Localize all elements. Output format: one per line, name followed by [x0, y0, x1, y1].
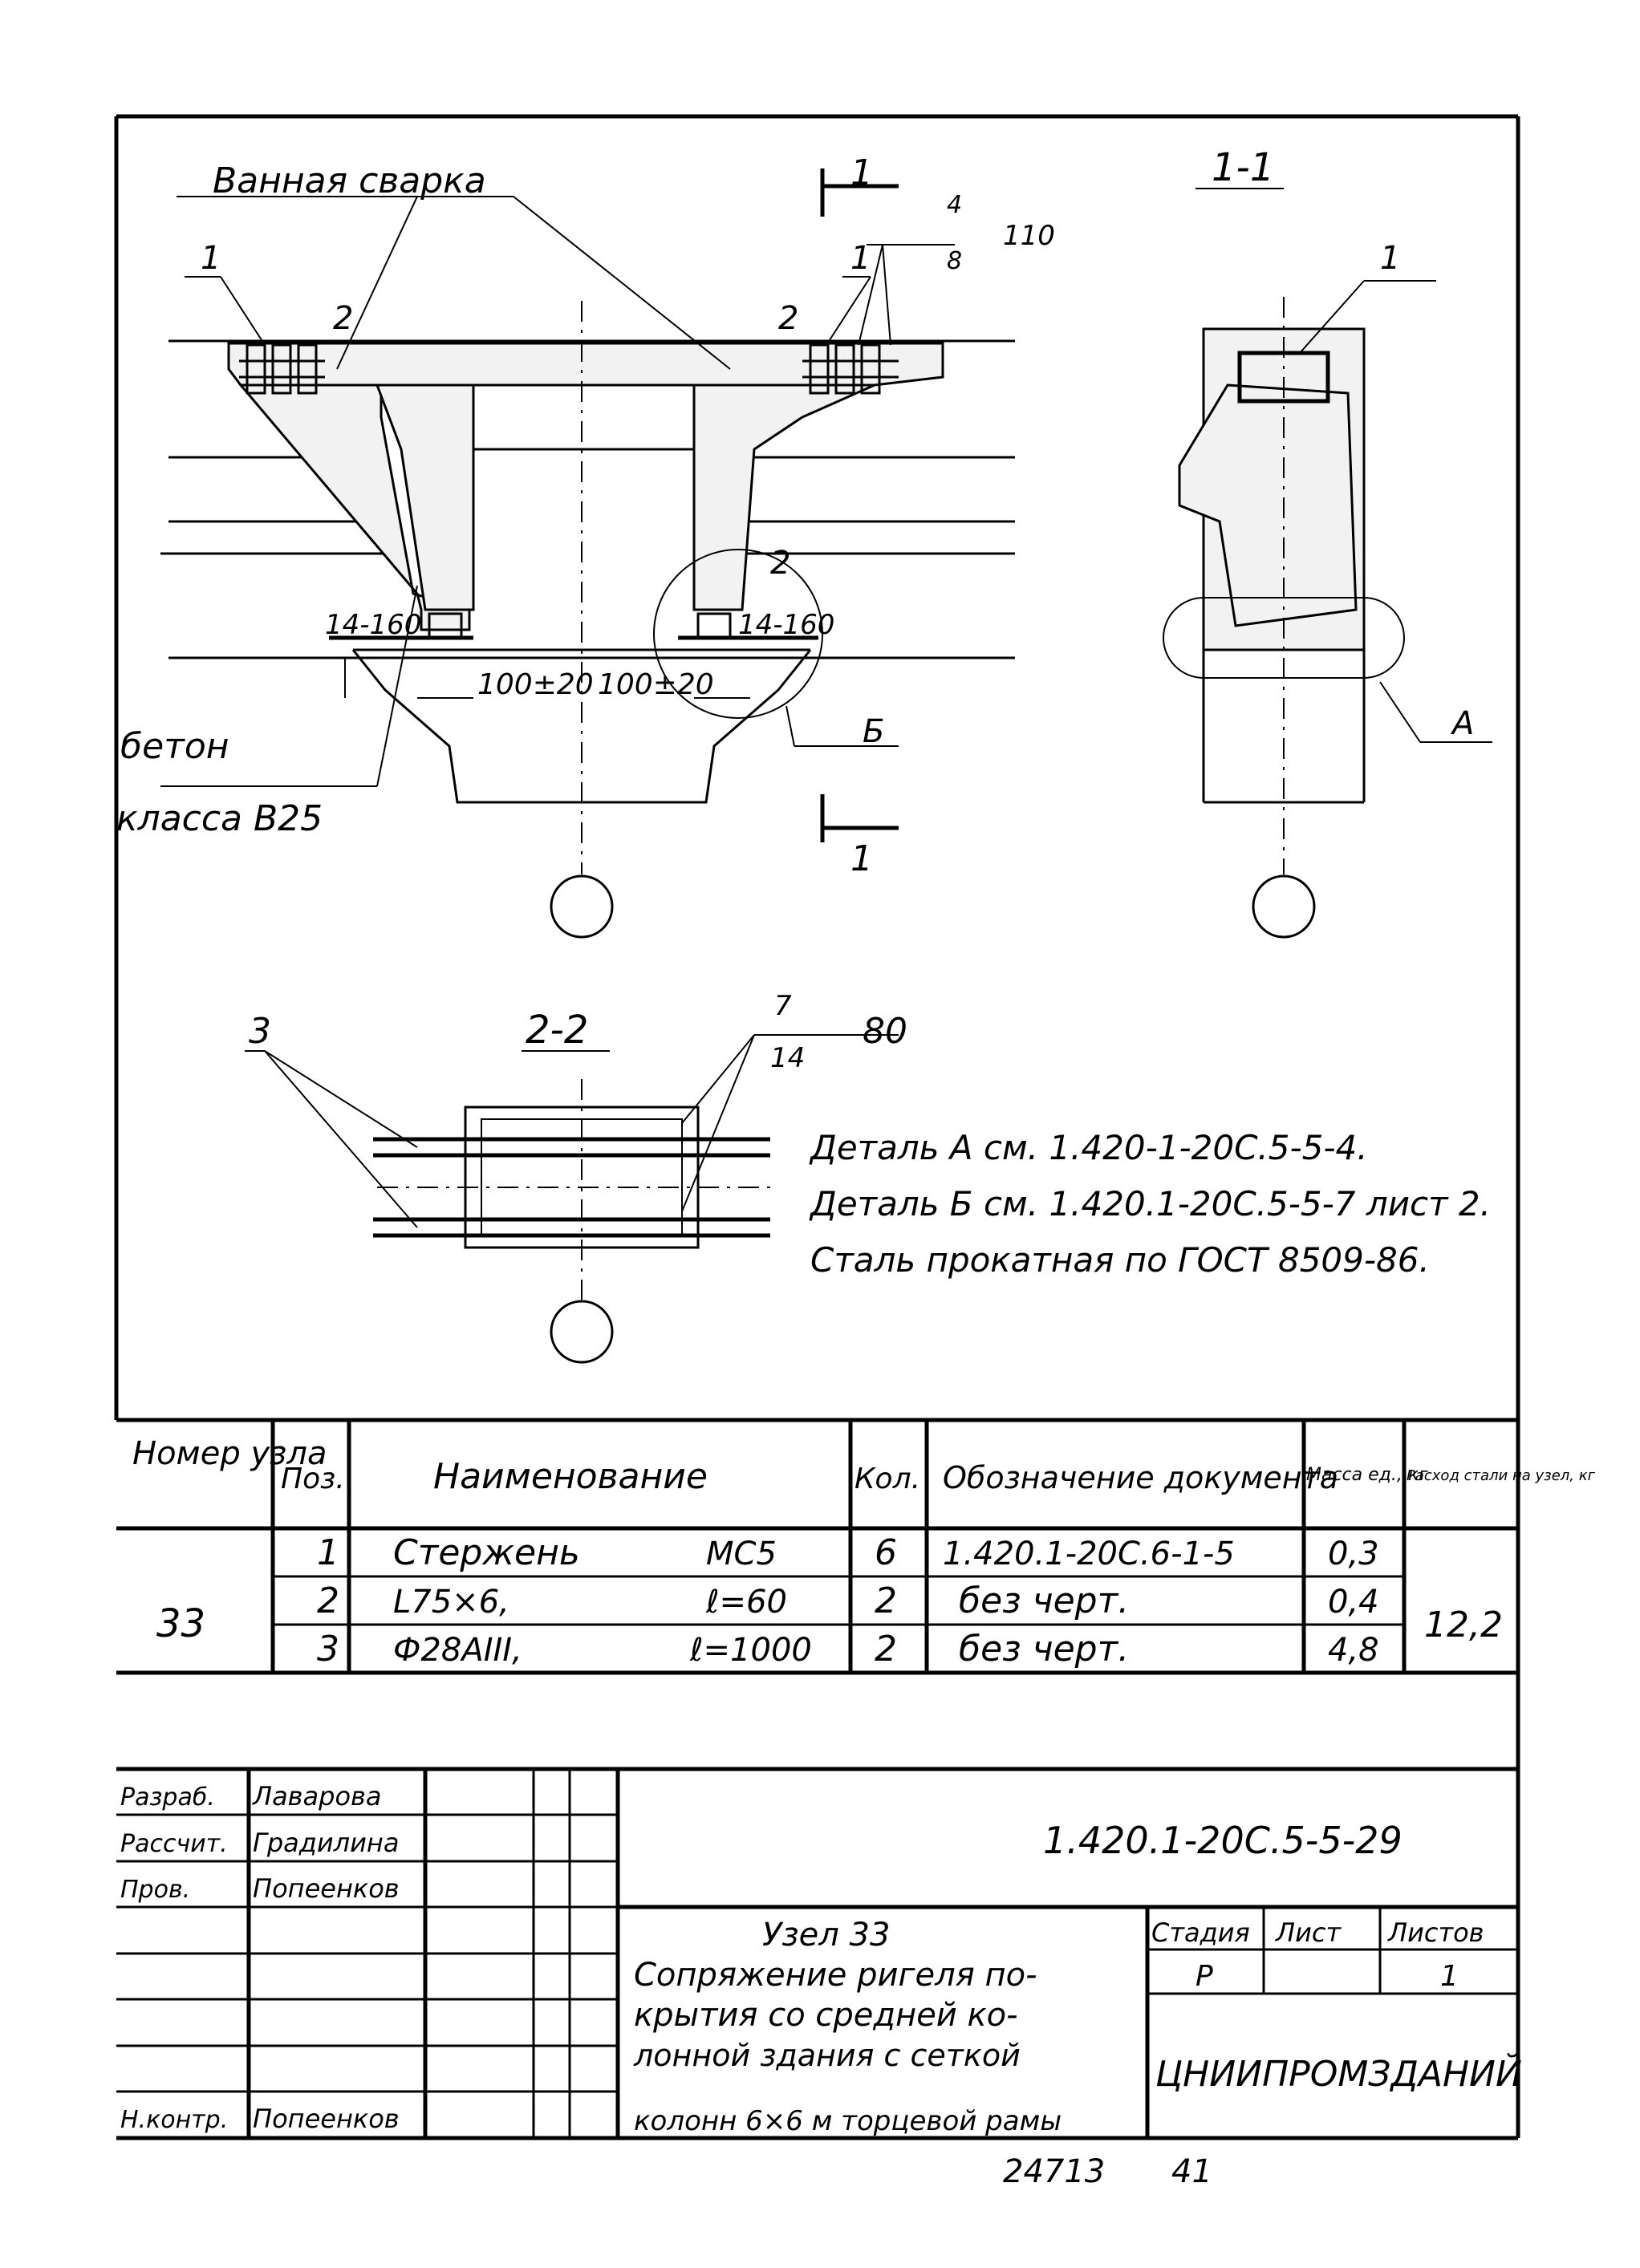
- hdr-mass: Масса ед., кг: [1306, 1465, 1428, 1485]
- title-block-grid: [116, 1767, 1518, 2140]
- row-1-doc: 1.420.1-20С.6-1-5: [943, 1536, 1235, 1572]
- plate-left: 14-160: [325, 609, 421, 641]
- note-1: Деталь А см. 1.420-1-20С.5-5-4.: [809, 1128, 1368, 1167]
- rebar-group-right: [802, 343, 899, 395]
- pos-1-right: 1: [850, 240, 871, 277]
- name-3: Попеенков: [253, 1873, 400, 1904]
- weld-leg-top-len: 110: [1003, 220, 1055, 252]
- spec-row: 1 Стержень МС5 6 1.420.1-20С.6-1-5 0,3: [317, 1532, 1379, 1573]
- title-line-2: Сопряжение ригеля по-: [634, 1957, 1037, 1994]
- pos-2-right: 2: [778, 300, 798, 337]
- hdr-pos: Поз.: [281, 1463, 345, 1495]
- section-1-1: [1163, 188, 1492, 939]
- weld-leg-bot-len: 80: [863, 1011, 907, 1052]
- title-line-1: Узел 33: [762, 1917, 890, 1954]
- section-1-1-title: 1-1: [1212, 145, 1274, 190]
- stage-value: Р: [1195, 1960, 1213, 1993]
- spec-row: 2 L75×6, ℓ=60 2 без черт. 0,4: [317, 1580, 1379, 1621]
- row-1-name: Стержень: [393, 1532, 580, 1573]
- detail-b-label: Б: [863, 713, 884, 750]
- stage-label: Стадия: [1151, 1917, 1250, 1948]
- row-1-pos: 1: [317, 1532, 339, 1573]
- pos-1-left: 1: [201, 240, 221, 277]
- section-2-2-title: 2-2: [526, 1008, 588, 1053]
- pos-3-label: 3: [249, 1011, 271, 1052]
- row-3-name: Ф28АIII,: [393, 1632, 522, 1669]
- hdr-steel: Расход стали на узел, кг: [1407, 1467, 1596, 1484]
- row-1-mass: 0,3: [1328, 1536, 1379, 1572]
- bottom-number-2: 41: [1171, 2153, 1212, 2190]
- hdr-node-text: Номер узла: [132, 1435, 327, 1472]
- cut-mark-top: 1: [850, 152, 873, 193]
- weld-leg-top-num: 4: [947, 191, 962, 219]
- sheets-value: 1: [1440, 1960, 1459, 1993]
- row-3-qty: 2: [875, 1629, 897, 1670]
- dim-right: 100±20: [598, 668, 714, 701]
- name-1: Лаварова: [252, 1781, 382, 1812]
- role-2: Рассчит.: [120, 1830, 228, 1858]
- role-3: Пров.: [120, 1876, 190, 1904]
- row-2-extra: ℓ=60: [705, 1584, 787, 1621]
- name-2: Градилина: [253, 1828, 399, 1858]
- plate-right: 14-160: [738, 609, 834, 641]
- note-2: Деталь Б см. 1.420.1-20С.5-5-7 лист 2.: [809, 1184, 1491, 1223]
- weld-leg-bot-num: 7: [774, 990, 792, 1022]
- hdr-node: Номер узла: [132, 1435, 327, 1472]
- row-3-extra: ℓ=1000: [689, 1632, 812, 1669]
- row-2-mass: 0,4: [1328, 1584, 1379, 1621]
- spec-row: 3 Ф28АIII, ℓ=1000 2 без черт. 4,8: [317, 1629, 1379, 1670]
- sheets-label: Листов: [1387, 1917, 1484, 1948]
- title-line-5: колонн 6×6 м торцевой рамы: [634, 2105, 1062, 2137]
- section-2-2: [245, 1034, 899, 1364]
- detail-a-label: А: [1450, 705, 1474, 742]
- weld-leg-top-den: 8: [947, 247, 962, 275]
- spec-table-grid: [116, 1418, 1518, 1675]
- sheet-label: Лист: [1275, 1917, 1342, 1948]
- row-2-doc: без черт.: [959, 1580, 1129, 1621]
- dim-left: 100±20: [477, 668, 594, 701]
- row-3-doc: без черт.: [959, 1629, 1129, 1670]
- pos-1-section: 1: [1380, 240, 1400, 277]
- row-3-pos: 3: [317, 1629, 339, 1670]
- hdr-doc: Обозначение документа: [943, 1460, 1338, 1495]
- row-1-qty: 6: [875, 1532, 897, 1573]
- role-8: Н.контр.: [120, 2106, 228, 2134]
- role-1: Разраб.: [120, 1783, 215, 1812]
- bottom-number-1: 24713: [1003, 2153, 1105, 2190]
- pos-2-left: 2: [333, 300, 353, 337]
- main-elevation: [160, 168, 1015, 939]
- row-2-name: L75×6,: [393, 1584, 509, 1621]
- hdr-qty: Кол.: [855, 1463, 920, 1495]
- row-1-extra: МС5: [706, 1536, 777, 1572]
- weld-leg-bot-den: 14: [770, 1042, 805, 1074]
- cut-mark-bottom: 1: [850, 838, 873, 879]
- node-number: 33: [156, 1601, 205, 1646]
- concrete-label-1: бетон: [120, 726, 229, 767]
- org-name: ЦНИИПРОМЗДАНИЙ: [1155, 2052, 1522, 2095]
- pos-2-detail: 2: [770, 545, 790, 582]
- rebar-group-left: [239, 343, 325, 395]
- hdr-name: Наименование: [433, 1456, 708, 1497]
- steel-total: 12,2: [1424, 1605, 1503, 1645]
- row-2-qty: 2: [875, 1580, 897, 1621]
- concrete-label-2: класса В25: [116, 798, 323, 839]
- title-line-4: лонной здания с сеткой: [633, 2038, 1021, 2073]
- weld-label: Ванная сварка: [213, 160, 486, 201]
- row-2-pos: 2: [317, 1580, 339, 1621]
- title-line-3: крытия со средней ко-: [634, 1997, 1018, 2034]
- note-3: Сталь прокатная по ГОСТ 8509-86.: [810, 1240, 1430, 1280]
- name-8: Попеенков: [253, 2104, 400, 2134]
- row-3-mass: 4,8: [1328, 1632, 1379, 1669]
- doc-code: 1.420.1-20С.5-5-29: [1043, 1819, 1403, 1862]
